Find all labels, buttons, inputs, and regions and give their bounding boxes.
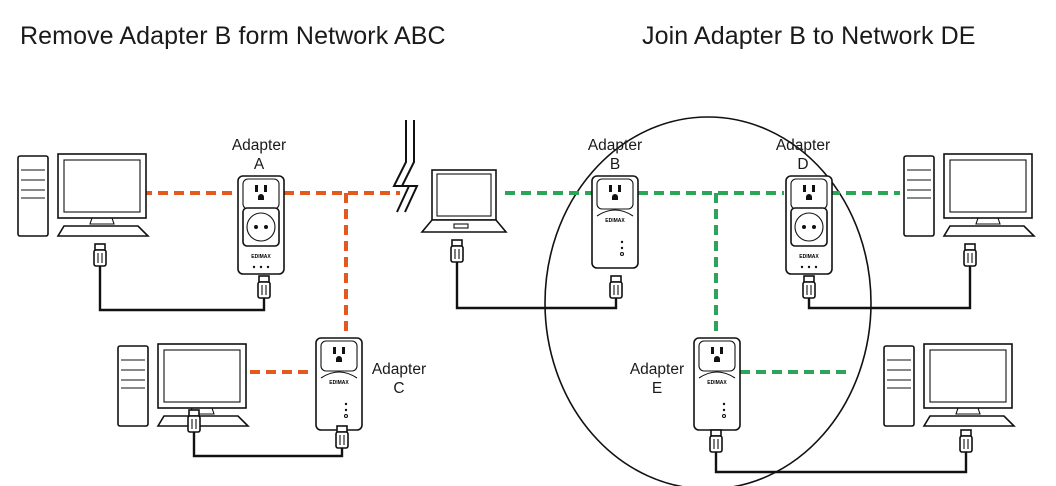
adapter-b-icon	[591, 175, 639, 269]
title-remove-adapter: Remove Adapter B form Network ABC	[20, 22, 446, 50]
lightning-break-icon	[392, 120, 411, 213]
title-join-adapter: Join Adapter B to Network DE	[642, 22, 976, 50]
ethernet-plug-icon	[709, 429, 723, 453]
network-de-links	[505, 191, 900, 374]
ethernet-cables	[98, 262, 972, 474]
network-de-boundary	[544, 116, 872, 486]
desktop-computer-icon	[117, 343, 249, 427]
adapter-d-icon	[785, 175, 833, 275]
ethernet-plug-icon	[93, 243, 107, 267]
desktop-computer-icon	[883, 343, 1015, 427]
adapter-a-icon	[237, 175, 285, 275]
desktop-computer-icon	[903, 153, 1035, 237]
ethernet-plug-icon	[335, 425, 349, 449]
ethernet-plug-icon	[450, 239, 464, 263]
ethernet-plug-icon	[959, 429, 973, 453]
ethernet-plug-icon	[609, 275, 623, 299]
desktop-computer-icon	[17, 153, 149, 237]
ethernet-plug-icon	[187, 409, 201, 433]
ethernet-plug-icon	[257, 275, 271, 299]
laptop-computer-icon	[421, 169, 507, 233]
ethernet-plug-icon	[802, 275, 816, 299]
ethernet-plug-icon	[963, 243, 977, 267]
